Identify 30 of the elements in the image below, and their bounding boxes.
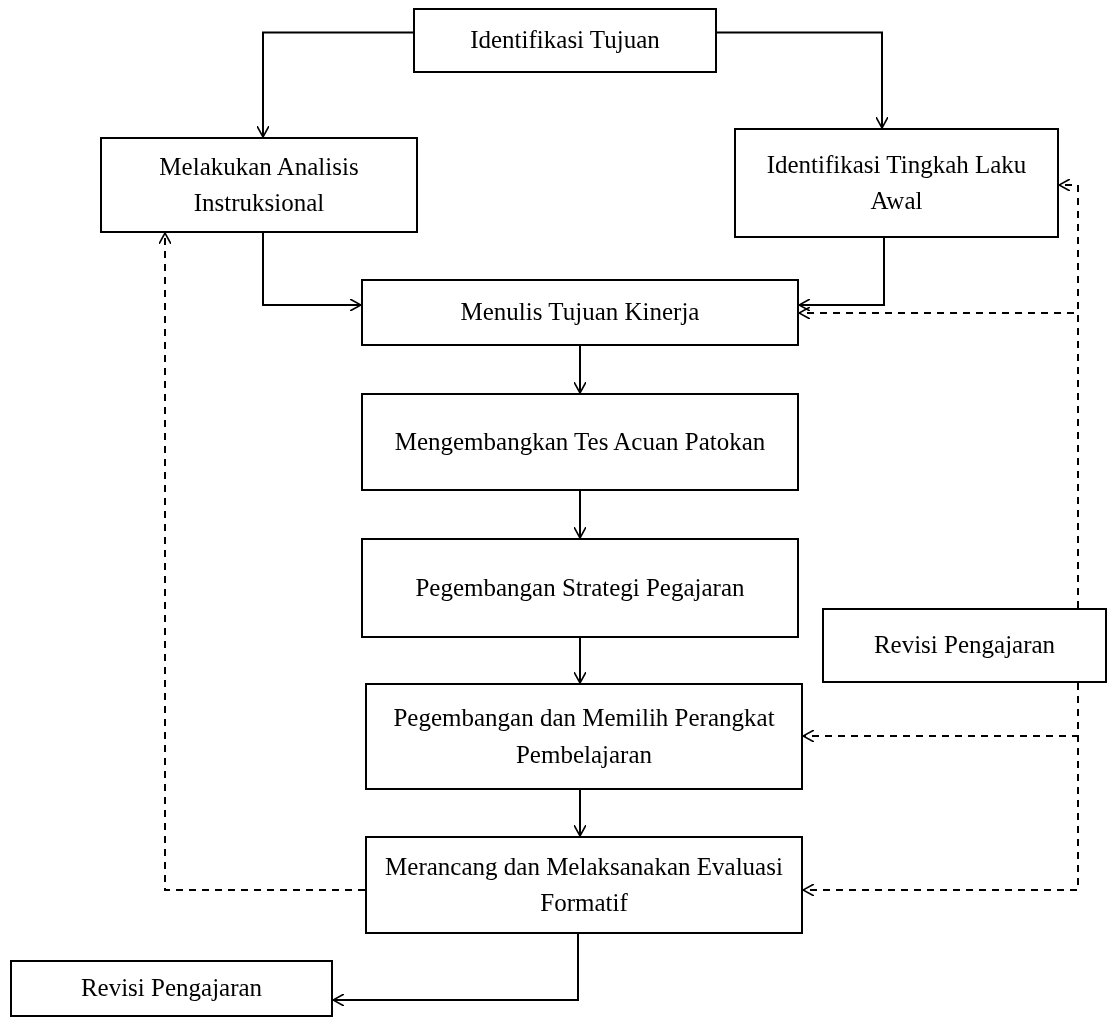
process-box [365, 836, 803, 934]
box-label: Identifikasi Tujuan [469, 25, 661, 56]
process-box [413, 8, 717, 73]
process-box [822, 608, 1107, 683]
box-label: Menulis Tujuan Kinerja [459, 297, 701, 328]
box-label: Merancang dan Melaksanakan Evaluasi Formatif [384, 851, 784, 918]
dashed-arrow [158, 232, 366, 891]
process-box [361, 279, 799, 346]
box-label: Mengembangkan Tes Acuan Patokan [393, 426, 767, 457]
box-label: Melakukan Analisis Instruksional [158, 151, 360, 218]
box-label: Revisi Pengajaran [79, 973, 264, 1004]
process-box [365, 683, 803, 790]
box-label: Revisi Pengajaran [872, 630, 1057, 661]
arrow [573, 789, 587, 837]
box-label: Pegembangan dan Memilih Perangkat Pembelajaran [392, 703, 776, 770]
arrow [798, 237, 885, 312]
arrow [573, 345, 587, 394]
arrow [573, 490, 587, 539]
arrow [256, 31, 414, 138]
arrow [716, 31, 889, 129]
process-box [10, 960, 333, 1017]
process-box [734, 128, 1059, 238]
arrow [332, 933, 579, 1007]
process-box [361, 393, 799, 491]
process-box [361, 538, 799, 638]
process-box [100, 137, 418, 233]
arrow [573, 637, 587, 684]
box-label: Pegembangan Strategi Pegajaran [414, 572, 746, 603]
box-label: Identifikasi Tingkah Laku Awal [765, 149, 1028, 216]
arrow [262, 232, 362, 312]
